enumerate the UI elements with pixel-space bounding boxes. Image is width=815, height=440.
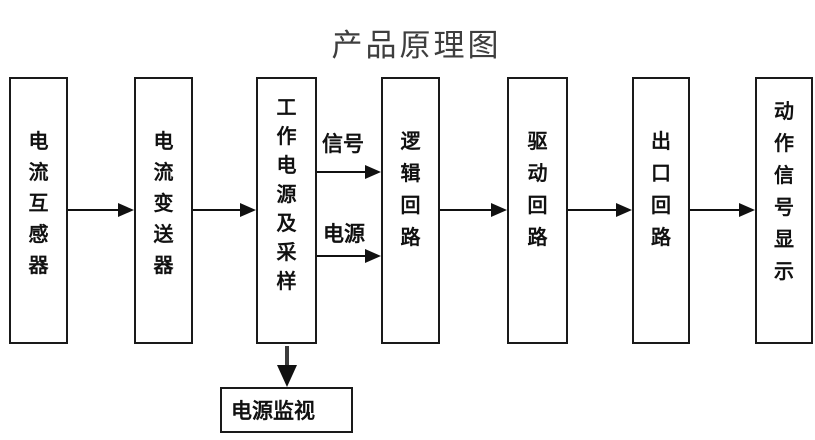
box-output-circuit-label: 出口回路 — [651, 129, 671, 249]
arrow-power — [317, 249, 381, 263]
arrow-transmitter-to-power — [193, 203, 256, 217]
box-action-signal-display: 动作信号显示 — [755, 77, 813, 344]
box-current-transformer: 电流互感器 — [9, 77, 68, 344]
arrow-transformer-to-transmitter — [68, 203, 134, 217]
arrow-logic-to-drive — [440, 203, 507, 217]
box-current-transmitter: 电流变送器 — [134, 77, 193, 344]
box-working-power-sampling: 工作电源及采样 — [256, 77, 317, 344]
box-working-power-sampling-label: 工作电源及采样 — [276, 95, 297, 293]
diagram-title: 产品原理图 — [331, 28, 502, 64]
edge-label-power: 电源 — [323, 222, 365, 246]
edge-label-signal: 信号 — [322, 132, 364, 156]
arrow-power-monitor-down — [277, 346, 297, 387]
box-current-transformer-label: 电流互感器 — [28, 129, 49, 277]
arrow-signal — [317, 165, 381, 179]
box-drive-circuit: 驱动回路 — [507, 77, 568, 344]
box-current-transmitter-label: 电流变送器 — [153, 129, 174, 277]
box-logic-circuit: 逻辑回路 — [381, 77, 440, 344]
box-drive-circuit-label: 驱动回路 — [527, 129, 548, 249]
box-action-signal-display-label: 动作信号显示 — [774, 99, 794, 283]
arrow-output-to-display — [690, 203, 755, 217]
box-output-circuit: 出口回路 — [632, 77, 690, 344]
box-power-monitor: 电源监视 — [220, 387, 353, 433]
arrow-drive-to-output — [568, 203, 632, 217]
box-logic-circuit-label: 逻辑回路 — [400, 129, 421, 249]
box-power-monitor-label: 电源监视 — [231, 399, 315, 423]
